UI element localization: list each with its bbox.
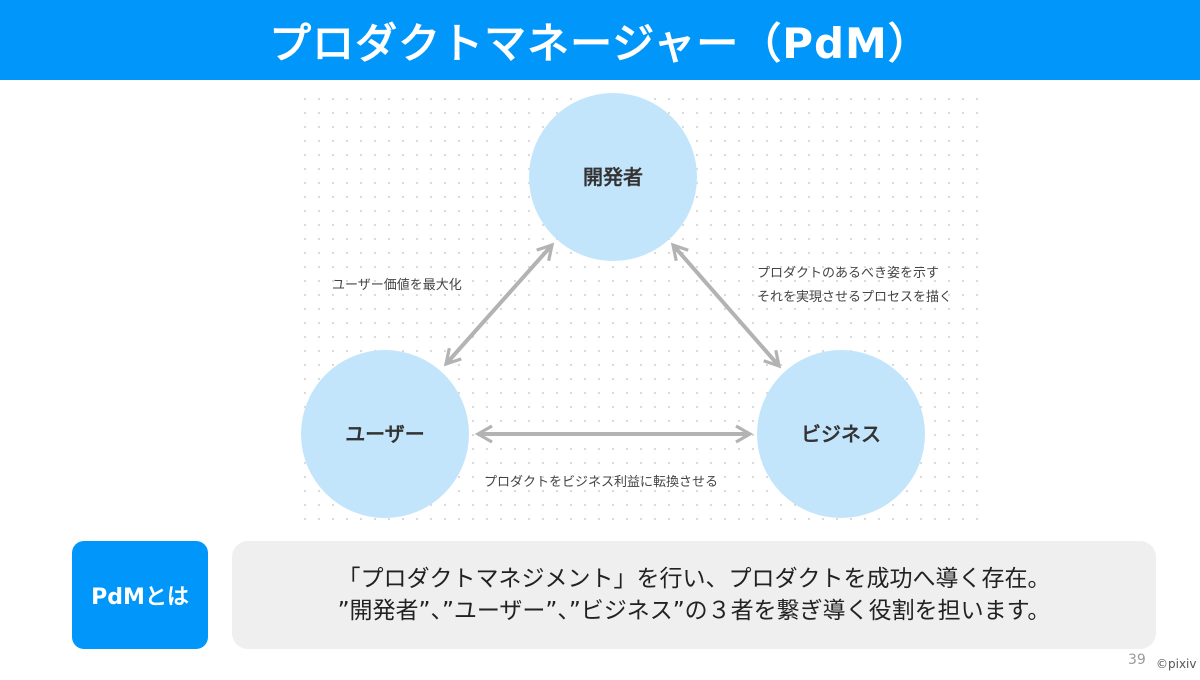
node-user <box>301 350 469 518</box>
node-developer <box>529 93 697 261</box>
pdm-definition-box: 「プロダクトマネジメント」を行い、プロダクトを成功へ導く存在。 ”開発者”、”ユ… <box>232 541 1156 649</box>
definition-line-2: ”開発者”、”ユーザー”、”ビジネス”の３者を繋ぎ導く役割を担います。 <box>337 598 1051 624</box>
edge-label-user-business: プロダクトをビジネス利益に転換させる <box>484 475 718 490</box>
arrow-user-developer <box>443 242 555 367</box>
node-developer-label: 開発者 <box>583 165 643 189</box>
pdm-definition-label: PdMとは <box>91 585 189 610</box>
edge-label-developer-business-line1: プロダクトのあるべき姿を示す <box>757 265 939 281</box>
node-business-label: ビジネス <box>801 422 881 446</box>
arrow-developer-business <box>670 242 782 369</box>
edge-label-user-developer: ユーザー価値を最大化 <box>332 277 462 293</box>
edge-label-developer-business-line2: それを実現させるプロセスを描く <box>757 289 952 305</box>
page-number: 39 <box>1128 652 1146 668</box>
header-bar: プロダクトマネージャー（PdM） <box>0 0 1200 80</box>
definition-line-1: 「プロダクトマネジメント」を行い、プロダクトを成功へ導く存在。 <box>337 566 1051 592</box>
node-business <box>757 350 925 518</box>
copyright-notice: ©pixiv <box>1156 657 1197 671</box>
pdm-definition-badge: PdMとは <box>72 541 208 649</box>
node-user-label: ユーザー <box>345 422 425 446</box>
page-title: プロダクトマネージャー（PdM） <box>269 18 931 68</box>
